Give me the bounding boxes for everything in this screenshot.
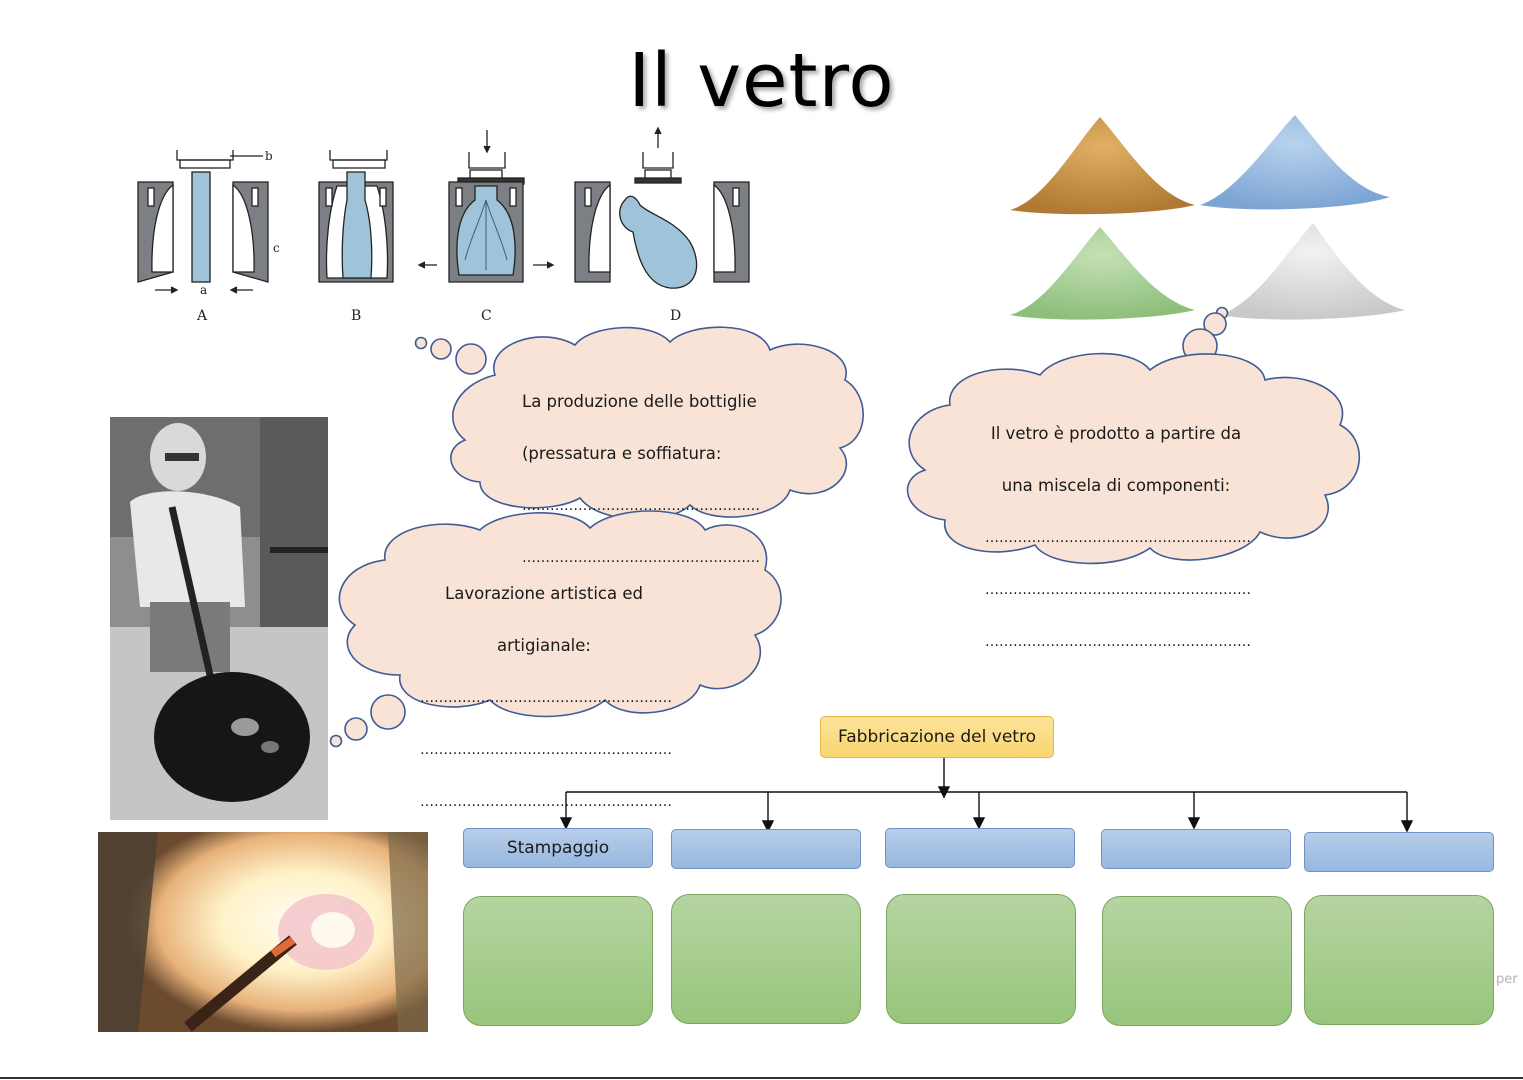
mold-step-label: C <box>481 308 492 324</box>
mold-part-label: a <box>200 283 207 297</box>
category-box-2[interactable] <box>671 829 861 869</box>
cloud-artisan-line1: Lavorazione artistica ed <box>445 584 643 603</box>
category-box-stampaggio: Stampaggio <box>463 828 653 868</box>
cloud-mixture-text: Il vetro è prodotto a partire da una mis… <box>985 395 1251 681</box>
answer-line: …………………………………………… <box>522 498 760 514</box>
cloud-artisan-line2: artigianale: <box>497 636 591 655</box>
answer-line: …………………………………………… <box>522 550 760 566</box>
answer-line: ………………………………………………… <box>985 634 1251 650</box>
mold-part-label: b <box>265 149 273 163</box>
description-box-4[interactable] <box>1102 896 1292 1026</box>
description-box-3[interactable] <box>886 894 1076 1024</box>
powder-piles-photo <box>1010 115 1405 320</box>
bottle-molding-diagram: A B C D a b c <box>137 126 750 324</box>
cloud-artisan-text: Lavorazione artistica ed artigianale: ……… <box>420 555 672 841</box>
bottom-divider <box>0 1077 1523 1079</box>
furnace-photo <box>98 832 428 1032</box>
category-box-4[interactable] <box>1101 829 1291 869</box>
mold-step-b <box>318 150 394 283</box>
answer-line: ………………………………………………… <box>985 582 1251 598</box>
cloud-bottles-text: La produzione delle bottiglie (pressatur… <box>522 363 760 597</box>
mold-step-label: A <box>196 308 208 324</box>
cloud-bottles-line2: (pressatura e soffiatura: <box>522 444 722 463</box>
glassblower-photo <box>110 417 328 820</box>
brown-powder-pile <box>1010 117 1195 215</box>
description-box-2[interactable] <box>671 894 861 1024</box>
clipped-edge-text: per <box>1496 972 1518 987</box>
cloud-mixture-line2: una miscela di componenti: <box>1001 476 1231 495</box>
mold-step-label: D <box>670 308 681 324</box>
cloud-bottles-line1: La produzione delle bottiglie <box>522 392 757 411</box>
category-box-5[interactable] <box>1304 832 1494 872</box>
mold-part-label: c <box>273 241 280 255</box>
description-box-1[interactable] <box>463 896 653 1026</box>
cloud-mixture <box>906 306 1361 565</box>
cloud-bottles <box>414 326 864 520</box>
answer-line: ……………………………………………… <box>420 794 672 810</box>
mold-step-label: B <box>351 308 361 324</box>
mold-step-c <box>417 130 555 283</box>
mold-step-a <box>137 150 269 294</box>
answer-line: ………………………………………………… <box>985 530 1251 546</box>
category-box-3[interactable] <box>885 828 1075 868</box>
answer-line: ……………………………………………… <box>420 742 672 758</box>
green-powder-pile <box>1010 227 1195 320</box>
white-powder-pile <box>1220 223 1405 320</box>
blue-powder-pile <box>1200 115 1390 210</box>
page-title: Il vetro <box>628 38 895 124</box>
cloud-artisan <box>329 510 782 748</box>
cloud-mixture-line1: Il vetro è prodotto a partire da <box>990 424 1242 443</box>
answer-line: ……………………………………………… <box>420 690 672 706</box>
mold-step-d <box>574 126 750 289</box>
flowchart-root-box: Fabbricazione del vetro <box>820 716 1054 758</box>
description-box-5[interactable] <box>1304 895 1494 1025</box>
